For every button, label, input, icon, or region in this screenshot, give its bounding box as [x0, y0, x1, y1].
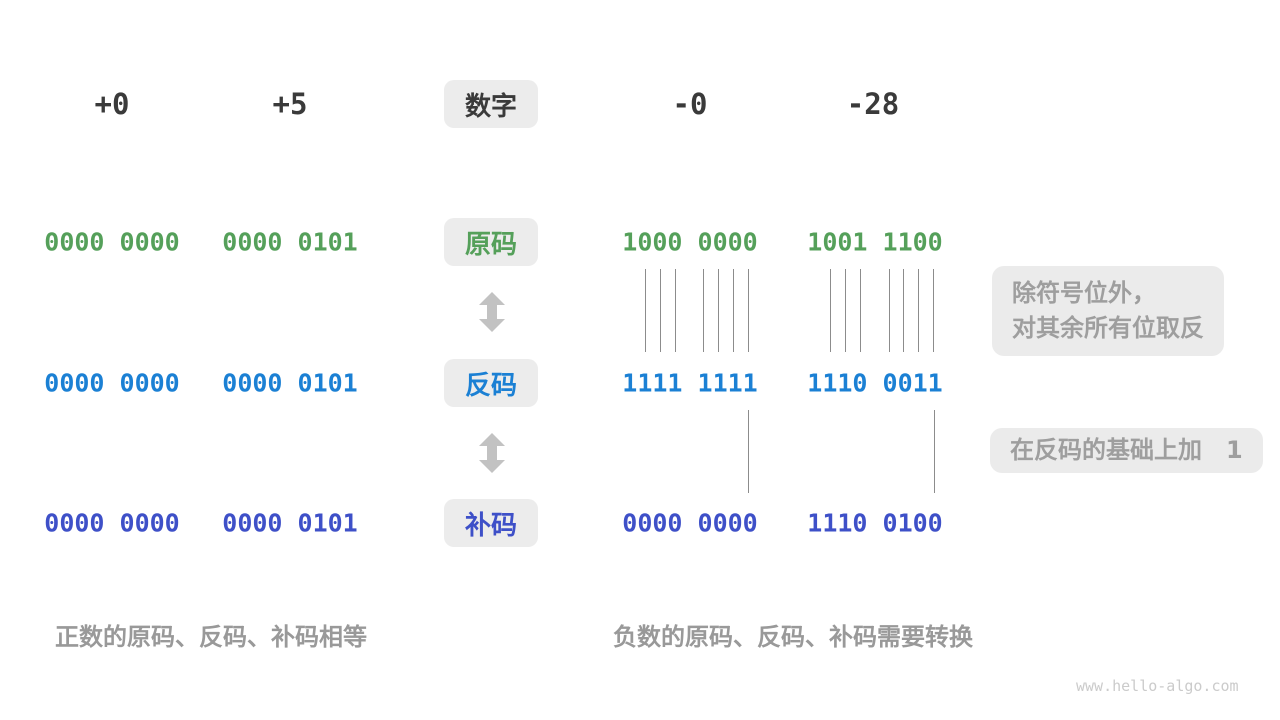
invert-bits-note-line2: 对其余所有位取反	[1012, 314, 1204, 342]
bit-connector-line	[933, 269, 934, 352]
bit-connector-line	[703, 269, 704, 352]
header-value-plus0: +0	[94, 87, 130, 121]
bit-connector-line	[733, 269, 734, 352]
bit-connector-line	[860, 269, 861, 352]
ones-complement-minus28: 1110 0011	[807, 368, 943, 398]
bit-connector-line	[718, 269, 719, 352]
bit-connector-line	[934, 410, 935, 493]
positive-numbers-caption: 正数的原码、反码、补码相等	[55, 623, 367, 651]
twos-complement-plus5: 0000 0101	[222, 508, 358, 538]
updown-arrow-icon	[478, 432, 506, 478]
bit-connector-line	[675, 269, 676, 352]
bit-connector-line	[748, 269, 749, 352]
sign-magnitude-badge: 原码	[444, 218, 538, 266]
bit-connector-line	[918, 269, 919, 352]
header-value-minus0: -0	[672, 87, 708, 121]
bit-connector-line	[903, 269, 904, 352]
bit-connector-line	[845, 269, 846, 352]
bit-connector-line	[660, 269, 661, 352]
twos-complement-plus0: 0000 0000	[44, 508, 180, 538]
bit-connector-line	[889, 269, 890, 352]
number-badge: 数字	[444, 80, 538, 128]
bit-connector-line	[748, 410, 749, 493]
bit-connector-line	[645, 269, 646, 352]
ones-complement-badge: 反码	[444, 359, 538, 407]
ones-complement-plus5: 0000 0101	[222, 368, 358, 398]
sign-magnitude-minus0: 1000 0000	[622, 227, 758, 257]
invert-bits-note-line1: 除符号位外，	[1012, 279, 1156, 307]
sign-magnitude-plus0: 0000 0000	[44, 227, 180, 257]
updown-arrow-icon	[478, 291, 506, 337]
watermark-url: www.hello-algo.com	[1076, 677, 1239, 695]
add-one-note: 在反码的基础上加 1	[990, 428, 1263, 473]
sign-magnitude-minus28: 1001 1100	[807, 227, 943, 257]
bit-connector-line	[830, 269, 831, 352]
ones-complement-plus0: 0000 0000	[44, 368, 180, 398]
header-value-plus5: +5	[272, 87, 308, 121]
ones-complement-minus0: 1111 1111	[622, 368, 758, 398]
header-value-minus28: -28	[846, 87, 900, 121]
negative-numbers-caption: 负数的原码、反码、补码需要转换	[613, 623, 973, 651]
twos-complement-badge: 补码	[444, 499, 538, 547]
sign-magnitude-plus5: 0000 0101	[222, 227, 358, 257]
twos-complement-minus0: 0000 0000	[622, 508, 758, 538]
twos-complement-minus28: 1110 0100	[807, 508, 943, 538]
invert-bits-note: 除符号位外， 对其余所有位取反	[992, 266, 1224, 356]
